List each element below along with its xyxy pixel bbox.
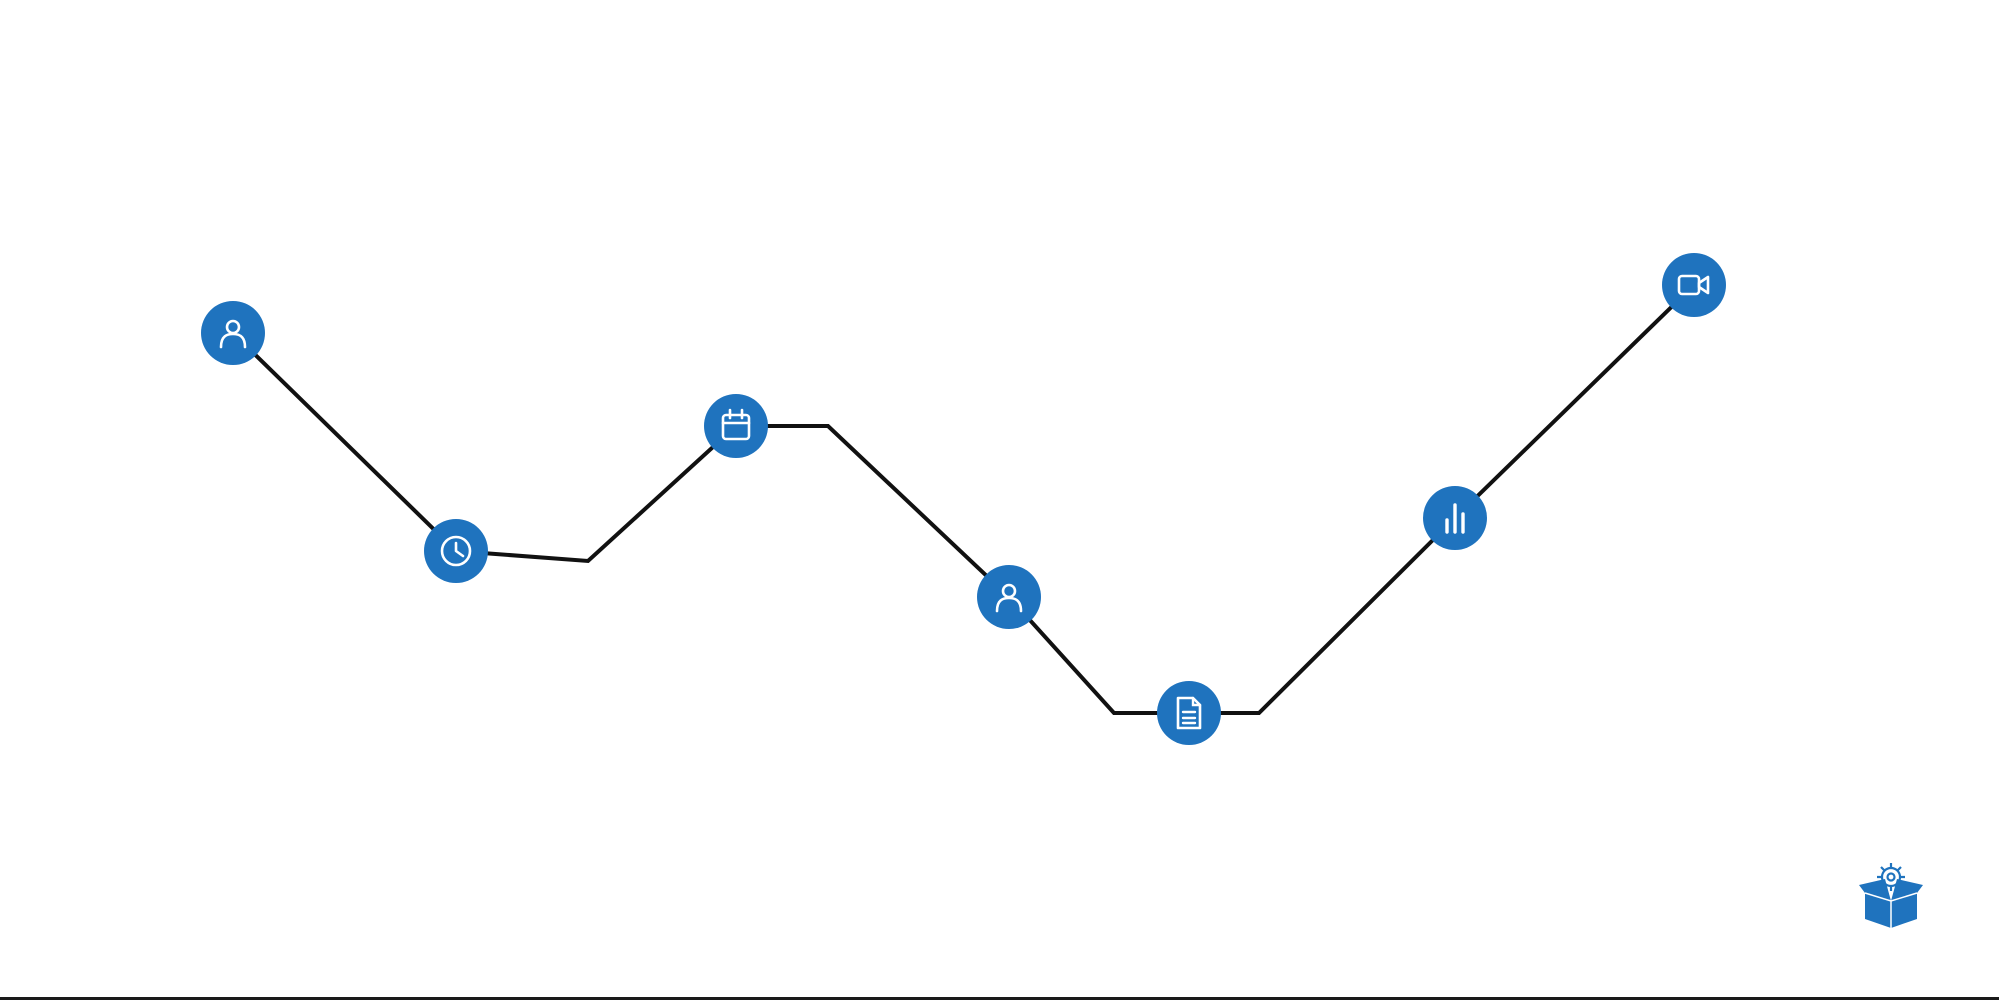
timeline-node-3 [704, 394, 768, 458]
timeline-node-6 [1423, 486, 1487, 550]
video-camera-icon [1677, 274, 1710, 296]
timeline-node-4 [977, 565, 1041, 629]
open-box-gear-logo [1859, 863, 1923, 928]
calendar-icon [721, 408, 751, 441]
timeline-node-1 [201, 301, 265, 365]
bottom-border [0, 997, 1999, 1000]
timeline-node-7 [1662, 253, 1726, 317]
timeline-node-5 [1157, 681, 1221, 745]
timeline-node-2 [424, 519, 488, 583]
clock-icon [440, 535, 472, 567]
node-circle [1662, 253, 1726, 317]
document-icon [1176, 696, 1202, 730]
user-icon [219, 319, 247, 349]
bar-chart-icon [1445, 503, 1465, 534]
nodes-layer [201, 253, 1726, 745]
user-icon [995, 583, 1023, 613]
node-circle [704, 394, 768, 458]
connector-line [231, 283, 1696, 715]
